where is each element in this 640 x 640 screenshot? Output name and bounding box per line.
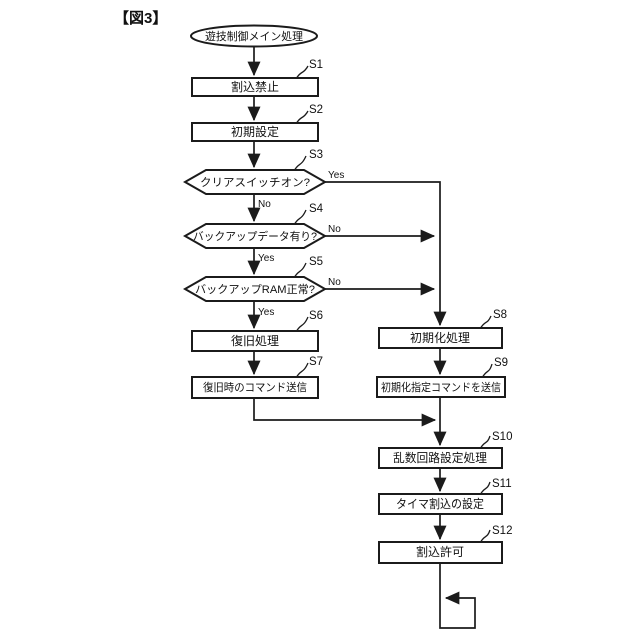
step-label-s8: S8 xyxy=(493,309,507,321)
process-s2-shape xyxy=(191,122,319,142)
leader-squiggle-s4 xyxy=(293,209,307,226)
start-terminal-label: 遊技制御メイン処理 xyxy=(205,29,303,43)
start-terminal: 遊技制御メイン処理 xyxy=(190,24,318,48)
process-s12-label: 割込許可 xyxy=(416,544,464,559)
step-label-s3: S3 xyxy=(309,149,323,161)
process-s9: 初期化指定コマンドを送信 xyxy=(376,376,506,398)
arrow-s3-yes-to-s8 xyxy=(325,181,447,327)
step-label-s6: S6 xyxy=(309,310,323,322)
branch-label-s5-no: No xyxy=(328,277,341,288)
decision-s3: クリアスイッチオン? xyxy=(182,169,328,195)
branch-label-s5-yes: Yes xyxy=(258,307,274,318)
figure-label: 【図3】 xyxy=(114,9,167,27)
process-s6-shape xyxy=(191,330,319,352)
branch-label-s4-no: No xyxy=(328,224,341,235)
leader-squiggle-s7 xyxy=(295,362,309,379)
process-s9-label: 初期化指定コマンドを送信 xyxy=(381,380,501,394)
process-s11-label: タイマ割込の設定 xyxy=(396,496,484,511)
process-s6: 復旧処理 xyxy=(191,330,319,352)
step-label-s10: S10 xyxy=(492,431,512,443)
decision-s4: バックアップデータ有り? xyxy=(182,223,328,249)
process-s1-shape xyxy=(191,77,319,97)
decision-s5-shape xyxy=(182,276,328,302)
decision-s3-label: クリアスイッチオン? xyxy=(200,176,310,189)
process-s12: 割込許可 xyxy=(378,541,503,564)
process-s11-shape xyxy=(378,493,503,515)
process-s7-label: 復旧時のコマンド送信 xyxy=(203,380,307,394)
step-label-s11: S11 xyxy=(492,478,512,490)
process-s11: タイマ割込の設定 xyxy=(378,493,503,515)
leader-squiggle-s3 xyxy=(293,155,307,172)
decision-s3-shape xyxy=(182,169,328,195)
process-s10: 乱数回路設定処理 xyxy=(378,447,503,469)
step-label-s7: S7 xyxy=(309,356,323,368)
branch-label-s3-yes: Yes xyxy=(328,170,344,181)
process-s2: 初期設定 xyxy=(191,122,319,142)
process-s8: 初期化処理 xyxy=(378,327,503,349)
process-s1-label: 割込禁止 xyxy=(231,79,279,94)
decision-s5-label: バックアップRAM正常? xyxy=(195,283,315,296)
process-s2-label: 初期設定 xyxy=(231,124,279,139)
process-s10-label: 乱数回路設定処理 xyxy=(393,450,487,465)
arrow-s7-to-merge xyxy=(253,398,437,427)
start-terminal-shape xyxy=(190,24,318,48)
process-s8-shape xyxy=(378,327,503,349)
process-s12-shape xyxy=(378,541,503,564)
process-s7: 復旧時のコマンド送信 xyxy=(191,376,319,399)
leader-squiggle-s6 xyxy=(295,316,309,333)
step-label-s1: S1 xyxy=(309,59,323,71)
main-loop-arrow xyxy=(439,563,476,629)
process-s9-shape xyxy=(376,376,506,398)
step-label-s5: S5 xyxy=(309,256,323,268)
decision-s5: バックアップRAM正常? xyxy=(182,276,328,302)
leader-squiggle-s5 xyxy=(293,262,307,279)
step-label-s2: S2 xyxy=(309,104,323,116)
process-s1: 割込禁止 xyxy=(191,77,319,97)
step-label-s9: S9 xyxy=(494,357,508,369)
branch-label-s3-no: No xyxy=(258,199,271,210)
step-label-s4: S4 xyxy=(309,203,324,215)
process-s8-label: 初期化処理 xyxy=(410,331,470,345)
decision-s4-label: バックアップデータ有り? xyxy=(193,229,317,243)
process-s6-label: 復旧処理 xyxy=(231,333,279,348)
process-s7-shape xyxy=(191,376,319,399)
process-s10-shape xyxy=(378,447,503,469)
decision-s4-shape xyxy=(182,223,328,249)
branch-label-s4-yes: Yes xyxy=(258,253,274,264)
leader-squiggle-s9 xyxy=(481,363,493,379)
step-label-s12: S12 xyxy=(492,525,512,537)
